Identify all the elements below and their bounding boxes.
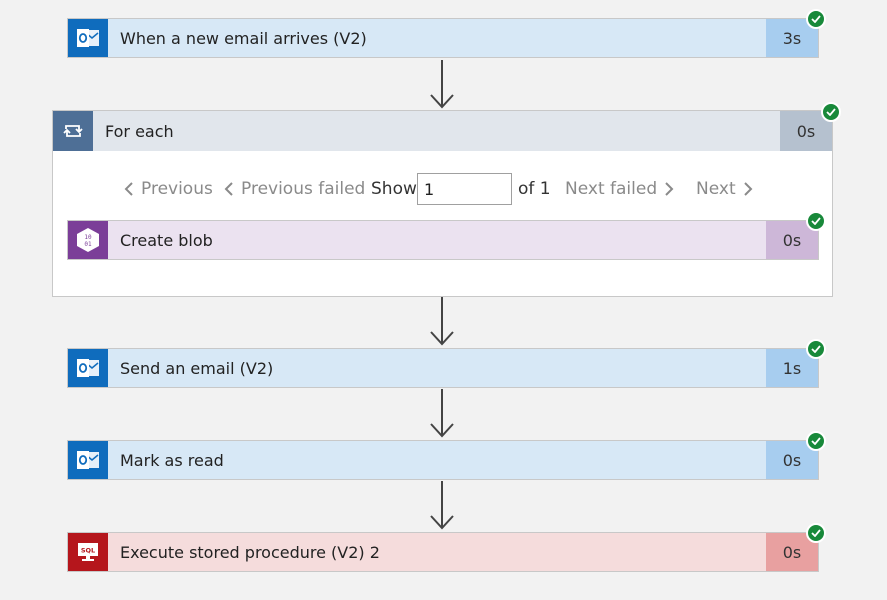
success-check-icon — [806, 431, 826, 451]
sql-server-icon: SQL — [68, 533, 108, 571]
previous-failed-button[interactable]: Previous failed — [223, 179, 365, 199]
success-check-icon — [806, 211, 826, 231]
step-create-blob[interactable]: 10 01 Create blob 0s — [67, 220, 819, 260]
step-send-an-email[interactable]: Send an email (V2) 1s — [67, 348, 819, 388]
step-title: For each — [105, 121, 174, 141]
outlook-icon — [68, 349, 108, 387]
chevron-left-icon — [224, 182, 233, 196]
step-title: Send an email (V2) — [108, 349, 766, 387]
blob-storage-icon: 10 01 — [68, 221, 108, 259]
svg-text:01: 01 — [84, 241, 92, 248]
iteration-pager: Previous Previous failed Show of 1 Next … — [53, 173, 832, 207]
previous-button[interactable]: Previous — [123, 179, 213, 199]
previous-failed-label: Previous failed — [241, 179, 366, 199]
step-mark-as-read[interactable]: Mark as read 0s — [67, 440, 819, 480]
next-label: Next — [696, 179, 736, 199]
flow-arrow — [430, 481, 454, 530]
step-when-new-email-arrives[interactable]: When a new email arrives (V2) 3s — [67, 18, 819, 58]
flow-arrow — [430, 297, 454, 346]
flow-arrow — [430, 60, 454, 109]
iteration-number-input[interactable] — [417, 173, 512, 205]
step-for-each[interactable]: For each 0s — [53, 111, 832, 151]
next-failed-label: Next failed — [565, 179, 658, 199]
next-button[interactable]: Next — [696, 179, 754, 199]
flow-arrow — [430, 389, 454, 438]
outlook-icon — [68, 19, 108, 57]
step-title: Create blob — [108, 221, 766, 259]
show-label: Show — [371, 179, 417, 199]
success-check-icon — [806, 523, 826, 543]
svg-text:SQL: SQL — [81, 547, 95, 555]
step-title: Execute stored procedure (V2) 2 — [108, 533, 766, 571]
svg-text:10: 10 — [84, 234, 92, 241]
loop-icon — [53, 111, 93, 151]
chevron-right-icon — [665, 182, 674, 196]
next-failed-button[interactable]: Next failed — [565, 179, 675, 199]
step-title: When a new email arrives (V2) — [108, 19, 766, 57]
of-total-label: of 1 — [518, 179, 551, 199]
previous-label: Previous — [141, 179, 213, 199]
success-check-icon — [821, 102, 841, 122]
step-execute-stored-procedure[interactable]: SQL Execute stored procedure (V2) 2 0s — [67, 532, 819, 572]
foreach-container: For each 0s Previous Previous failed Sho… — [52, 110, 833, 297]
outlook-icon — [68, 441, 108, 479]
chevron-left-icon — [124, 182, 133, 196]
step-title: Mark as read — [108, 441, 766, 479]
chevron-right-icon — [743, 182, 753, 196]
success-check-icon — [806, 9, 826, 29]
success-check-icon — [806, 339, 826, 359]
